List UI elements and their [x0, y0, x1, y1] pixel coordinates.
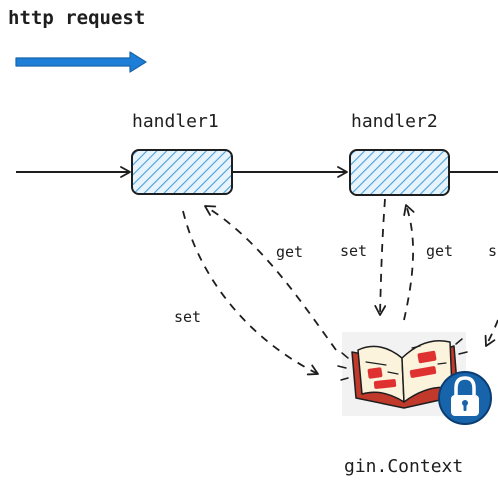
handler2-set-label: set: [340, 242, 367, 260]
request-arrow-icon: [15, 51, 147, 73]
handler3-partial-edge: [484, 319, 498, 347]
handler1-set-label: set: [174, 308, 201, 326]
handler1-label: handler1: [132, 111, 219, 132]
context-label: gin.Context: [344, 456, 463, 477]
handler1-set-edge: [182, 210, 319, 376]
handler2-label: handler2: [351, 111, 438, 132]
handler2-set-edge: [374, 198, 387, 316]
handler2-box: [349, 149, 450, 196]
handler1-get-edge: [204, 205, 337, 351]
handler2-get-edge: [403, 204, 415, 321]
handler1-get-label: get: [276, 243, 303, 261]
padlock-icon: [438, 371, 492, 425]
open-book-icon: [337, 332, 468, 416]
diagram-title: http request: [8, 7, 145, 29]
handler3-partial-label: s: [488, 242, 497, 260]
handler1-box: [131, 149, 233, 195]
handler2-get-label: get: [426, 242, 453, 260]
